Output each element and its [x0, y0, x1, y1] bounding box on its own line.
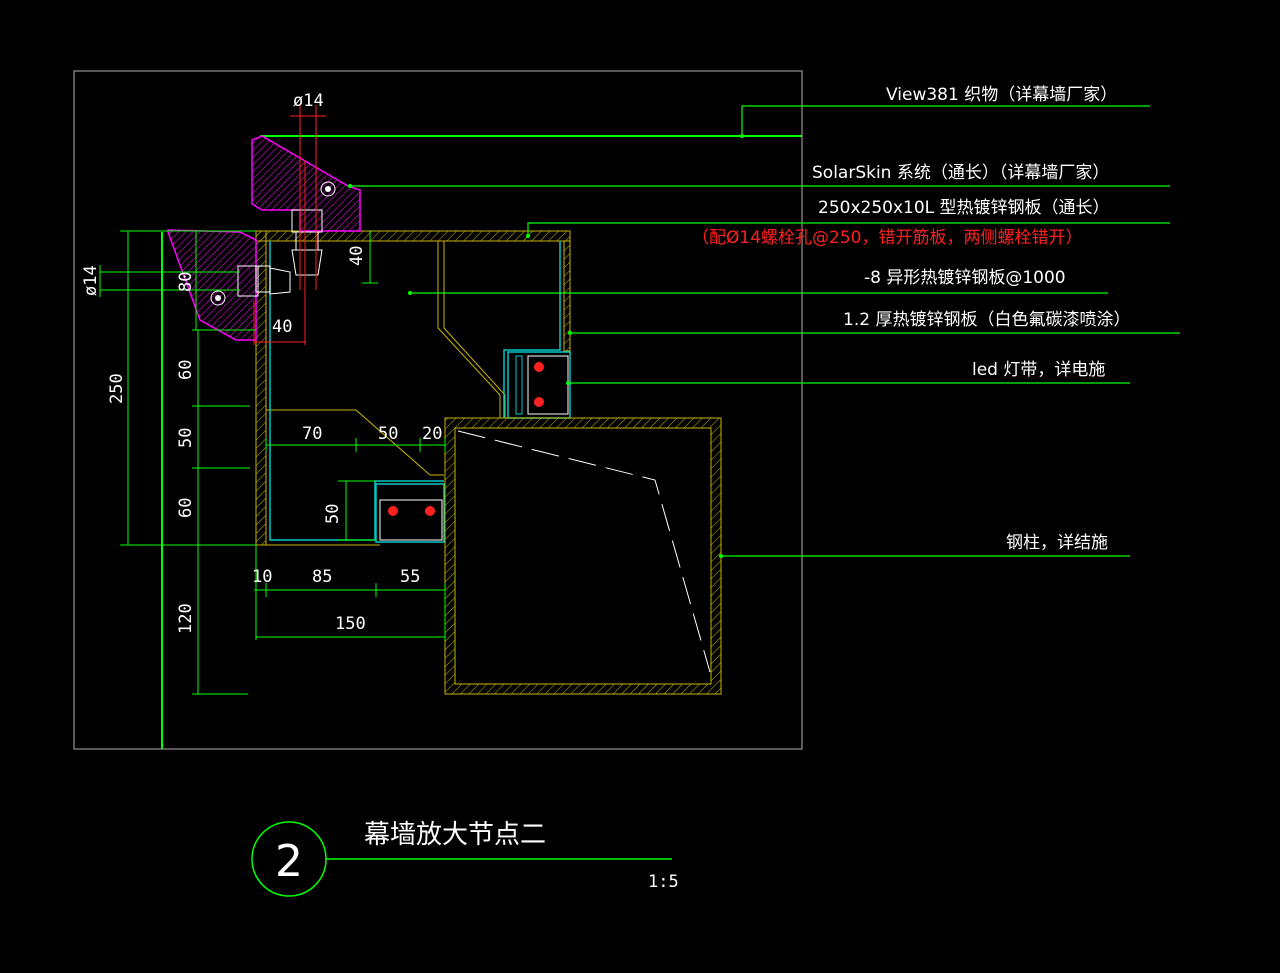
steel-column: [444, 417, 722, 695]
detail-scale: 1:5: [648, 872, 679, 892]
dim-70: 70: [302, 424, 322, 444]
galv-sheet: [269, 241, 444, 541]
dim-10: 10: [252, 567, 272, 587]
led-light-icon: [534, 397, 544, 407]
dim-60-a: 60: [176, 360, 196, 380]
callout-fabric: View381 织物（详幕墙厂家）: [886, 85, 1117, 105]
dim-55: 55: [400, 567, 420, 587]
dim-50-v: 50: [176, 428, 196, 448]
dim-80: 80: [176, 272, 196, 292]
led-housing-upper: [507, 351, 571, 419]
led-light-icon: [534, 362, 544, 372]
steel-plate: [255, 230, 571, 546]
bolt-dimension: [253, 105, 326, 345]
dim-50-led: 50: [323, 504, 343, 524]
dim-20: 20: [422, 424, 442, 444]
callout-steel-column: 钢柱，详结施: [1006, 533, 1108, 553]
leader-dots: [348, 134, 744, 558]
led-housing-lower: [375, 483, 445, 543]
drawing-frame: [73, 70, 803, 750]
dim-50-h: 50: [378, 424, 398, 444]
dimension-lines: [99, 230, 446, 695]
rib-plate: [266, 409, 444, 476]
dim-85: 85: [312, 567, 332, 587]
callout-plate: 250x250x10L 型热镀锌钢板（通长）: [818, 198, 1110, 218]
dim-40-v: 40: [347, 246, 367, 266]
led-light-icon: [425, 506, 435, 516]
dim-250: 250: [107, 373, 127, 404]
callout-led-strip: led 灯带，详电施: [972, 360, 1105, 380]
title-block: 2 幕墙放大节点二 1:5: [251, 820, 679, 897]
led-light-icon: [388, 506, 398, 516]
dim-phi14-top: ø14: [293, 91, 324, 111]
callout-shaped-plate: -8 异形热镀锌钢板@1000: [864, 268, 1066, 288]
dim-120: 120: [176, 603, 196, 634]
callout-solarskin: SolarSkin 系统（通长）（详幕墙厂家）: [812, 163, 1109, 183]
callout-bolt-note: （配Ø14螺栓孔@250，错开筋板，两侧螺栓错开）: [692, 228, 1082, 248]
detail-number: 2: [275, 836, 303, 887]
leader-lines: [350, 105, 1180, 557]
dim-40-h: 40: [272, 317, 292, 337]
dim-60-b: 60: [176, 498, 196, 518]
detail-title: 幕墙放大节点二: [364, 820, 546, 850]
dim-150: 150: [335, 614, 366, 634]
dim-phi14-left: ø14: [81, 265, 101, 296]
callout-galv-sheet: 1.2 厚热镀锌钢板（白色氟碳漆喷涂）: [843, 310, 1130, 330]
solarskin-bracket: [167, 135, 361, 341]
shaped-plate: [437, 241, 506, 419]
